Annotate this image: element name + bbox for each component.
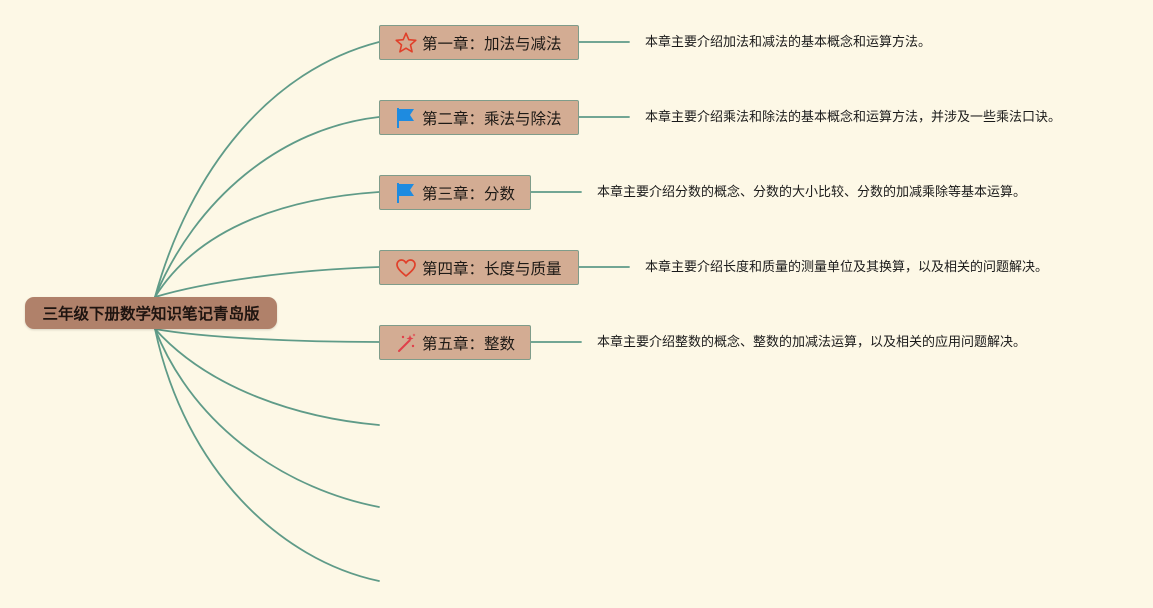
branch-line-chapter-2 — [154, 116, 380, 298]
chapter-description-2: 本章主要介绍乘法和除法的基本概念和运算方法，并涉及一些乘法口诀。 — [645, 110, 1062, 125]
flag-icon — [394, 106, 418, 130]
chapter-label-5: 第五章：整数 — [422, 334, 516, 353]
chapter-node-4[interactable]: 第四章：长度与质量 — [379, 250, 579, 285]
chapter-label-2: 第二章：乘法与除法 — [422, 109, 562, 128]
branch-line-chapter-5 — [154, 328, 380, 343]
branch-line-chapter-3 — [154, 191, 380, 298]
flag-icon — [394, 181, 418, 205]
chapter-description-4: 本章主要介绍长度和质量的测量单位及其换算，以及相关的问题解决。 — [645, 260, 1049, 275]
chapter-description-5: 本章主要介绍整数的概念、整数的加减法运算，以及相关的应用问题解决。 — [597, 335, 1027, 350]
chapter-label-4: 第四章：长度与质量 — [422, 259, 562, 278]
branch-line-empty-1 — [154, 328, 380, 426]
root-topic-label: 三年级下册数学知识笔记青岛版 — [42, 305, 260, 323]
chapter-node-5[interactable]: 第五章：整数 — [379, 325, 531, 360]
branch-line-chapter-4 — [154, 266, 380, 298]
star-icon — [394, 31, 418, 55]
chapter-label-1: 第一章：加法与减法 — [422, 34, 562, 53]
branch-line-empty-2 — [154, 328, 380, 508]
chapter-description-3: 本章主要介绍分数的概念、分数的大小比较、分数的加减乘除等基本运算。 — [597, 185, 1027, 200]
magic-wand-icon — [394, 331, 418, 355]
heart-icon — [394, 256, 418, 280]
branch-line-empty-3 — [154, 328, 380, 582]
chapter-node-2[interactable]: 第二章：乘法与除法 — [379, 100, 579, 135]
branch-line-chapter-1 — [154, 41, 380, 298]
chapter-label-3: 第三章：分数 — [422, 184, 516, 203]
chapter-description-1: 本章主要介绍加法和减法的基本概念和运算方法。 — [645, 35, 932, 50]
chapter-node-1[interactable]: 第一章：加法与减法 — [379, 25, 579, 60]
chapter-node-3[interactable]: 第三章：分数 — [379, 175, 531, 210]
root-topic[interactable]: 三年级下册数学知识笔记青岛版 — [25, 297, 277, 329]
